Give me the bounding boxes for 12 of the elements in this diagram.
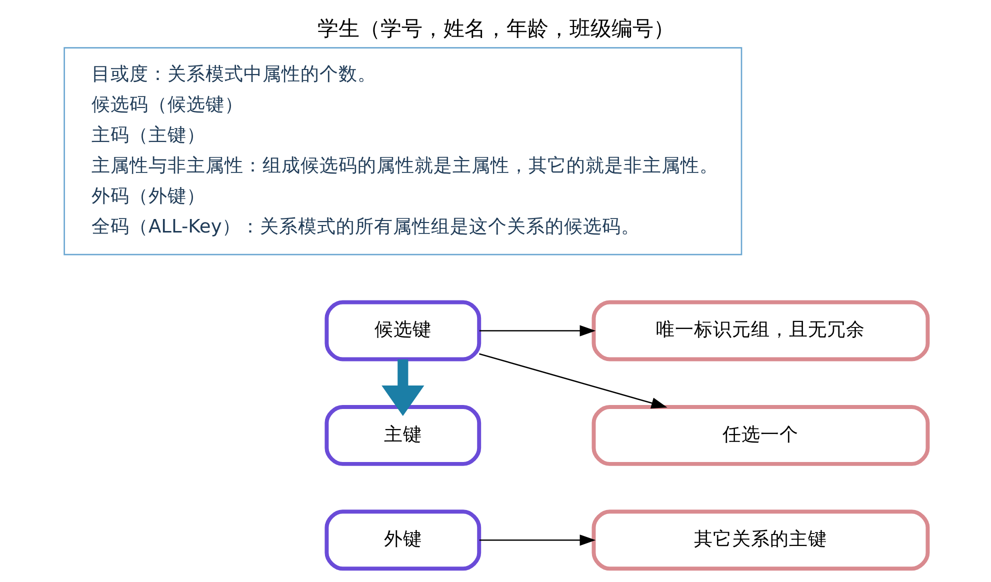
arrow	[381, 359, 424, 416]
node-box: 外键	[324, 510, 481, 571]
node-box: 唯一标识元组，且无冗余	[591, 300, 930, 362]
node-box: 其它关系的主键	[591, 510, 930, 571]
node-box: 目或度：关系模式中属性的个数。 候选码（候选键） 主码（主键） 主属性与非主属性：组成候选码的属性就是主属性，其它的就是非主属性。 外码（外键） 全码（ALL-Key）：关系模式的所有属性组是这个关系的候选码。	[63, 47, 742, 256]
node-box: 任选一个	[591, 404, 930, 466]
arrow	[478, 534, 596, 546]
node-box: 主键	[324, 404, 481, 466]
diagram-title: 学生（学号，姓名，年龄，班级编号）	[317, 16, 674, 41]
arrow	[478, 325, 596, 336]
node-box: 候选键	[324, 300, 481, 362]
arrow	[478, 353, 667, 408]
